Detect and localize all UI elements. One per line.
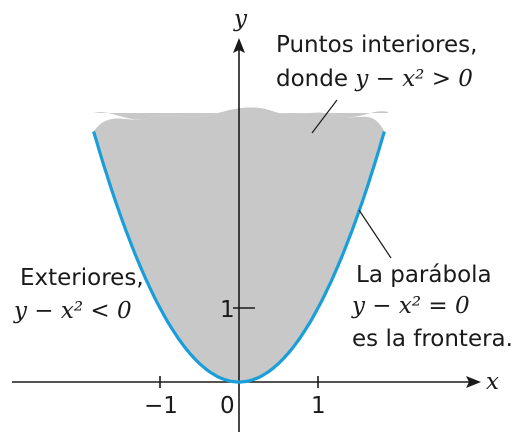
y-axis-arrow-icon bbox=[233, 38, 245, 53]
interior-leader-line bbox=[311, 99, 338, 134]
parabola-boundary bbox=[92, 131, 386, 384]
exterior-label-math: y − x² < 0 bbox=[13, 298, 132, 324]
interior-label-math: y − x² > 0 bbox=[354, 66, 473, 92]
interior-label-text: donde bbox=[276, 66, 355, 92]
x-tick-label-1: 1 bbox=[311, 393, 326, 419]
interior-label-line2: donde y − x² > 0 bbox=[276, 66, 473, 92]
x-tick-label-neg1: −1 bbox=[144, 393, 178, 419]
x-tick-label-0: 0 bbox=[220, 393, 235, 419]
exterior-label-line1: Exteriores, bbox=[20, 265, 144, 291]
interior-label-line1: Puntos interiores, bbox=[276, 32, 477, 58]
boundary-label-line3: es la frontera. bbox=[352, 326, 513, 352]
boundary-label-math: y − x² = 0 bbox=[351, 293, 470, 319]
y-tick-label-1: 1 bbox=[220, 297, 235, 323]
y-axis-label: y bbox=[233, 6, 248, 32]
x-axis-label: x bbox=[486, 369, 499, 395]
boundary-leader-line bbox=[358, 209, 392, 259]
x-axis-arrow-icon bbox=[466, 376, 481, 388]
boundary-label-line1: La parábola bbox=[356, 262, 492, 288]
